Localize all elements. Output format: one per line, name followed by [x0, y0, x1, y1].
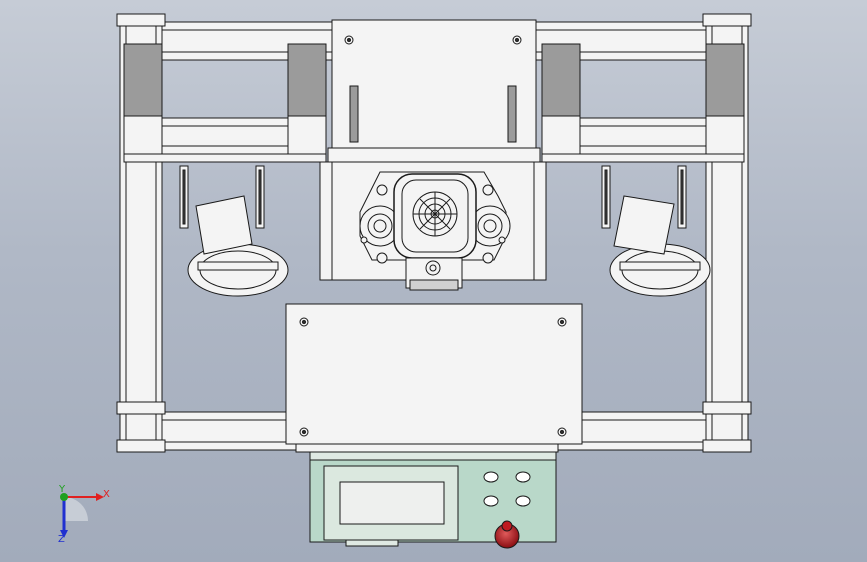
control-button-3[interactable] — [483, 495, 499, 507]
control-button-4[interactable] — [515, 495, 531, 507]
control-button-1[interactable] — [483, 471, 499, 483]
emergency-stop-button[interactable] — [494, 520, 520, 549]
top-center-plate — [327, 19, 541, 163]
right-carriage — [541, 43, 745, 297]
motor-housing — [319, 161, 547, 291]
axis-triad — [60, 493, 104, 538]
display-screen — [323, 465, 459, 541]
control-button-2[interactable] — [515, 471, 531, 483]
left-carriage — [123, 43, 327, 297]
axis-z-label: Z — [58, 534, 65, 545]
main-plate — [285, 303, 583, 453]
control-buttons[interactable] — [483, 471, 531, 507]
axis-y-label: Y — [58, 484, 66, 495]
axis-x-label: X — [103, 489, 110, 500]
